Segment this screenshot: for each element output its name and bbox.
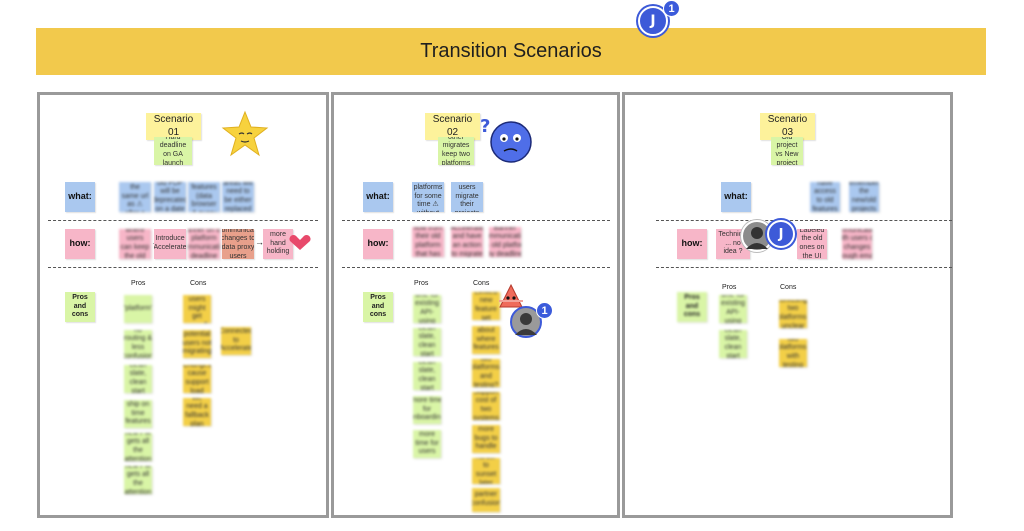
con-note[interactable]: partner confusion (472, 488, 500, 512)
svg-text:?: ? (480, 116, 490, 137)
scenario-title-note[interactable]: Scenario 03 (760, 113, 815, 140)
confused-face-sticker-icon[interactable]: ? (478, 114, 536, 166)
section-divider (48, 267, 318, 268)
scenario-subtitle-note[interactable]: Hard deadline on GA launch (154, 137, 192, 165)
how-note[interactable]: Introduce a legacy feature mode where us… (119, 229, 151, 259)
comment-count-badge[interactable]: 1 (663, 0, 680, 17)
how-note[interactable]: Labeled the old ones on the UI (797, 229, 827, 259)
scenario-subtitle-note[interactable]: GA with other migrates keep two platform… (438, 137, 474, 165)
pro-note[interactable]: "platform" (124, 295, 152, 323)
pros-cons-label-note[interactable]: Pros and cons (65, 292, 95, 322)
what-note[interactable]: Have users migrate their projects (451, 182, 483, 212)
pros-heading: Pros (414, 280, 429, 287)
title-banner: Transition Scenarios (36, 28, 986, 75)
cons-heading: Cons (473, 280, 490, 287)
cons-heading: Cons (190, 280, 207, 287)
pro-note[interactable]: more time for existing API-using users (413, 295, 441, 323)
pro-note[interactable]: clean slate, clean start (719, 330, 747, 358)
how-label-note[interactable]: how: (677, 229, 707, 259)
how-note[interactable]: Introduce Accelerate and have an action … (451, 227, 483, 257)
cons-heading: Cons (780, 284, 797, 291)
con-note[interactable]: Connected to Accelerate (221, 327, 251, 355)
section-divider (48, 220, 318, 221)
comment-count-badge[interactable]: 1 (536, 302, 553, 319)
heart-sticker-icon[interactable] (287, 234, 313, 252)
con-note[interactable]: two platforms, and testing? (472, 359, 500, 387)
con-note[interactable]: two platforms, with testing (779, 339, 807, 367)
pro-note[interactable]: clean slate, clean start (413, 328, 441, 356)
flow-arrow-icon: → (255, 237, 264, 247)
star-sticker-icon[interactable] (220, 110, 270, 158)
pro-note[interactable]: clean slate, clean start (413, 362, 441, 390)
con-note[interactable]: harder to sunset later (472, 458, 500, 484)
con-note[interactable]: more bugs to handle (472, 425, 500, 453)
con-note[interactable]: potential users not migrating (183, 330, 211, 358)
scenario-subtitle-note[interactable]: Old project vs New project (771, 137, 803, 165)
how-note[interactable]: Users go to a new landing flow from thei… (412, 227, 444, 257)
con-note[interactable]: We need a fallback plan (183, 398, 211, 426)
con-note[interactable]: existing users might get angry? (183, 295, 211, 323)
collaborator-avatar-j[interactable]: J (767, 220, 795, 248)
pro-note[interactable]: clean slate, clean start (124, 365, 152, 393)
pro-note[interactable]: ship on time features (124, 400, 152, 428)
pros-heading: Pros (722, 284, 737, 291)
pros-heading: Pros (131, 280, 146, 287)
pros-cons-label-note[interactable]: Pros and cons (677, 292, 707, 322)
how-note-highlight[interactable]: Communicate changes to data proxy users (222, 229, 254, 259)
scenario-title-note[interactable]: Scenario 02 (425, 113, 480, 140)
how-note[interactable]: Introduce Accelerate (154, 229, 186, 259)
what-note[interactable]: old PDP will be deprecated on a date (154, 182, 186, 212)
con-note[interactable]: confusing, two platforms, unclear (779, 300, 807, 328)
section-divider (342, 220, 610, 221)
what-label-note[interactable]: what: (363, 182, 393, 212)
section-divider (656, 220, 952, 221)
pros-cons-label-note[interactable]: Pros and cons (363, 292, 393, 322)
mascot-sticker-icon[interactable] (496, 283, 526, 309)
scenario-title-note[interactable]: Scenario 01 (146, 113, 201, 140)
con-note[interactable]: Limited new feature set (472, 292, 500, 320)
con-note[interactable]: Changes cause support load (183, 365, 211, 393)
collaborator-photo-avatar[interactable] (510, 306, 542, 338)
what-note[interactable]: (if you remember) the new/old projects s… (849, 182, 879, 212)
what-note[interactable]: Old projects still have access to old fe… (810, 182, 840, 212)
what-note[interactable]: Keep both platforms for some time ⚠ with… (412, 182, 444, 212)
how-label-note[interactable]: how: (363, 229, 393, 259)
pro-note[interactable]: more time for users (413, 430, 441, 458)
board-title: Transition Scenarios (420, 40, 602, 62)
person-silhouette-icon (746, 227, 768, 249)
how-note[interactable]: Some communications with users on change… (842, 229, 872, 259)
how-note[interactable]: Banner on the platform communicating dea… (188, 229, 220, 259)
pro-note[interactable]: more time for existing API-using users (719, 295, 747, 323)
pro-note[interactable]: more time for onboarding (413, 396, 441, 424)
what-note[interactable]: old & troves features (data browser & qu… (188, 182, 220, 212)
section-divider (656, 267, 952, 268)
person-silhouette-icon (515, 313, 537, 335)
what-note[interactable]: Swap ui to be in the same url as ⚠ after… (119, 182, 151, 212)
con-note[interactable]: Support cost of two systems (472, 392, 500, 420)
con-note[interactable]: confusion about where features are (472, 326, 500, 354)
what-note[interactable]: Content from those areas will need to be… (222, 182, 254, 212)
how-note[interactable]: more hand holding (263, 229, 293, 259)
section-divider (342, 267, 610, 268)
how-note[interactable]: Banner communicating on old platform by … (489, 227, 521, 257)
what-label-note[interactable]: what: (721, 182, 751, 212)
pro-note[interactable]: new PM gets all the attention (124, 466, 152, 494)
what-label-note[interactable]: what: (65, 182, 95, 212)
pro-note[interactable]: new PM gets all the attention (124, 433, 152, 461)
pro-note[interactable]: no routing & less confusion (124, 330, 152, 358)
how-label-note[interactable]: how: (65, 229, 95, 259)
